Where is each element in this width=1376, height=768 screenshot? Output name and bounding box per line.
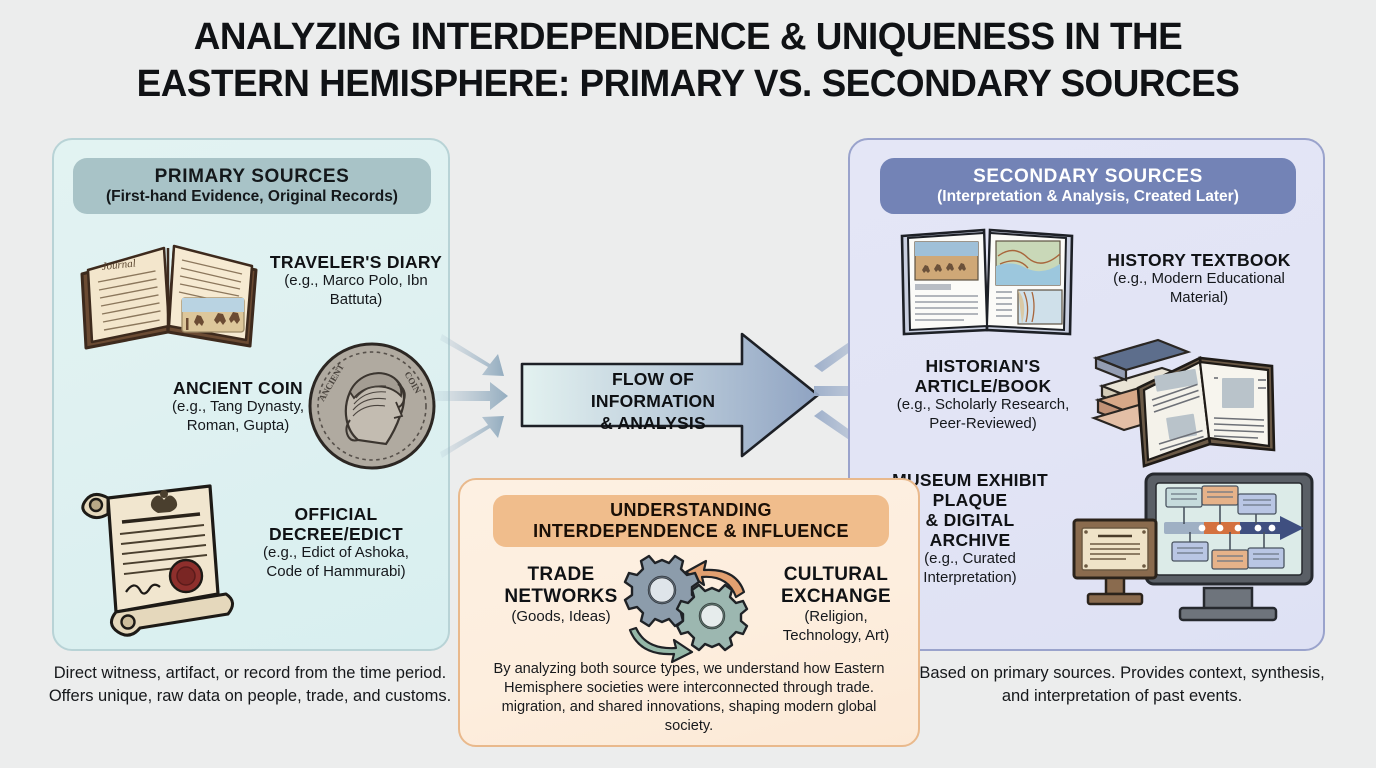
interdependence-header-line-1: UNDERSTANDING <box>610 500 772 520</box>
secondary-item-0-subtitle: (e.g., Modern Educational Material) <box>1113 270 1285 306</box>
secondary-item-2-subtitle: (e.g., Curated Interpretation) <box>923 550 1017 586</box>
primary-item-0-label: TRAVELER'S DIARY (e.g., Marco Polo, Ibn … <box>266 252 446 309</box>
secondary-header-subtitle: (Interpretation & Analysis, Created Late… <box>937 188 1239 205</box>
scroll-decree-icon <box>68 472 248 644</box>
primary-item-1-subtitle: (e.g., Tang Dynasty, Roman, Gupta) <box>171 398 304 434</box>
secondary-item-0-label: HISTORY TEXTBOOK (e.g., Modern Education… <box>1086 250 1312 307</box>
secondary-sources-caption: Based on primary sources. Provides conte… <box>919 664 1325 705</box>
primary-header-title: PRIMARY SOURCES <box>154 166 350 187</box>
secondary-item-1-label: HISTORIAN'S ARTICLE/BOOK (e.g., Scholarl… <box>870 356 1096 433</box>
svg-text:Journal: Journal <box>101 257 136 273</box>
secondary-header-title: SECONDARY SOURCES <box>973 166 1203 187</box>
primary-item-2-label: OFFICIAL DECREE/EDICT (e.g., Edict of As… <box>236 504 436 581</box>
flow-label-line-2: & ANALYSIS <box>600 413 706 433</box>
cultural-exchange-subtitle: (Religion, Technology, Art) <box>782 608 890 644</box>
primary-item-0-title: TRAVELER'S DIARY <box>269 252 443 272</box>
page-title: ANALYZING INTERDEPENDENCE & UNIQUENESS I… <box>21 14 1356 108</box>
museum-monitor-icon <box>1068 470 1320 630</box>
stacked-books-icon <box>1088 332 1294 474</box>
interdependence-card: UNDERSTANDING INTERDEPENDENCE & INFLUENC… <box>458 478 920 747</box>
primary-item-2-subtitle: (e.g., Edict of Ashoka, Code of Hammurab… <box>263 544 409 580</box>
secondary-item-0-title: HISTORY TEXTBOOK <box>1107 250 1291 270</box>
interdependence-header-line-2: INTERDEPENDENCE & INFLUENCE <box>533 521 849 541</box>
title-line-1: ANALYZING INTERDEPENDENCE & UNIQUENESS I… <box>193 16 1183 58</box>
flow-arrow-label: FLOW OF INFORMATION & ANALYSIS <box>548 368 758 434</box>
primary-item-0-subtitle: (e.g., Marco Polo, Ibn Battuta) <box>284 272 428 308</box>
flow-of-information-arrow: FLOW OF INFORMATION & ANALYSIS <box>520 332 820 458</box>
primary-sources-caption: Direct witness, artifact, or record from… <box>48 664 452 705</box>
two-gears-cycle-icon <box>616 554 766 664</box>
secondary-item-2-label: MUSEUM EXHIBIT PLAQUE & DIGITAL ARCHIVE … <box>860 470 1080 587</box>
secondary-sources-panel: SECONDARY SOURCES (Interpretation & Anal… <box>848 138 1325 651</box>
interdependence-body-text: By analyzing both source types, we under… <box>493 661 885 734</box>
primary-item-2-title: OFFICIAL DECREE/EDICT <box>269 504 403 544</box>
primary-item-1-label: ANCIENT COIN (e.g., Tang Dynasty, Roman,… <box>140 378 336 435</box>
flow-label-line-1: FLOW OF INFORMATION <box>590 369 716 411</box>
secondary-item-1-subtitle: (e.g., Scholarly Research, Peer-Reviewed… <box>896 396 1070 432</box>
open-diary-icon: Journal <box>64 226 274 361</box>
secondary-item-2-title: MUSEUM EXHIBIT PLAQUE & DIGITAL ARCHIVE <box>892 470 1048 550</box>
ancient-coin-icon: ANCIENT COIN <box>306 340 438 472</box>
primary-sources-panel: PRIMARY SOURCES (First-hand Evidence, Or… <box>52 138 450 651</box>
trade-networks-title: TRADE NETWORKS <box>504 564 618 607</box>
primary-sources-header: PRIMARY SOURCES (First-hand Evidence, Or… <box>73 158 431 214</box>
title-line-2: EASTERN HEMISPHERE: PRIMARY VS. SECONDAR… <box>136 63 1240 105</box>
trade-networks-subtitle: (Goods, Ideas) <box>511 608 611 625</box>
cultural-exchange-label: CULTURAL EXCHANGE (Religion, Technology,… <box>762 564 910 645</box>
history-textbook-icon <box>892 222 1082 344</box>
interdependence-header: UNDERSTANDING INTERDEPENDENCE & INFLUENC… <box>493 495 889 547</box>
primary-item-1-title: ANCIENT COIN <box>173 378 303 398</box>
secondary-item-1-title: HISTORIAN'S ARTICLE/BOOK <box>914 356 1052 396</box>
cultural-exchange-title: CULTURAL EXCHANGE <box>780 564 892 607</box>
trade-networks-label: TRADE NETWORKS (Goods, Ideas) <box>482 564 640 627</box>
secondary-sources-header: SECONDARY SOURCES (Interpretation & Anal… <box>880 158 1296 214</box>
primary-header-subtitle: (First-hand Evidence, Original Records) <box>106 188 398 205</box>
converging-arrows-group <box>432 326 532 466</box>
